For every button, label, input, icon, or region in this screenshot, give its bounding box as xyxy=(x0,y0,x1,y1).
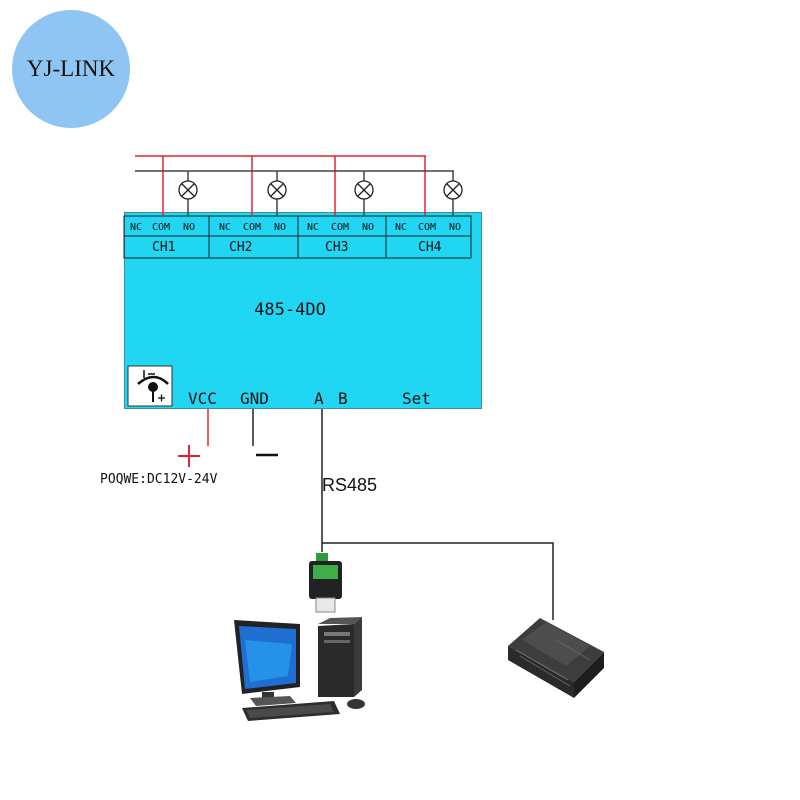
rs485-bus-wire xyxy=(321,409,554,620)
lamp-icon xyxy=(178,180,198,200)
live-bus-wire xyxy=(135,155,426,216)
ch2-terminal-nc: NC xyxy=(219,222,232,233)
ch2-terminal-com: COM xyxy=(243,222,262,233)
terminal-block xyxy=(123,215,472,259)
ch1-terminal-no: NO xyxy=(183,222,196,233)
brand-logo-text: YJ-LINK xyxy=(26,56,116,81)
ch3-terminal-no: NO xyxy=(362,222,375,233)
ch3-terminal-nc: NC xyxy=(307,222,320,233)
lamp-icon xyxy=(267,180,287,200)
rs485-label: RS485 xyxy=(322,475,378,495)
computer-icon xyxy=(234,617,365,721)
channel-label-ch1: CH1 xyxy=(152,240,176,255)
ch3-terminal-com: COM xyxy=(331,222,350,233)
channel-label-ch2: CH2 xyxy=(229,240,253,255)
antenna-icon xyxy=(127,365,173,407)
lamp-icon xyxy=(443,180,463,200)
plc-icon xyxy=(508,618,604,698)
ch1-terminal-nc: NC xyxy=(130,222,143,233)
relay-module xyxy=(124,212,482,409)
ch4-terminal-nc: NC xyxy=(395,222,408,233)
lamp-icon xyxy=(354,180,374,200)
pin-label-gnd: GND xyxy=(240,389,269,408)
ch1-terminal-com: COM xyxy=(152,222,171,233)
usb-rs485-converter-icon xyxy=(309,553,342,613)
channel-label-ch3: CH3 xyxy=(325,240,349,255)
plus-sign-icon xyxy=(178,445,200,467)
channel-label-ch4: CH4 xyxy=(418,240,442,255)
ch4-terminal-com: COM xyxy=(418,222,437,233)
ch2-terminal-no: NO xyxy=(274,222,287,233)
ch4-terminal-no: NO xyxy=(449,222,462,233)
pin-label-set: Set xyxy=(402,389,431,408)
pin-label-b: B xyxy=(338,389,348,408)
pin-label-a: A xyxy=(314,389,324,408)
brand-logo: YJ-LINK xyxy=(12,10,130,128)
power-supply-label: POQWE:DC12V-24V xyxy=(100,472,218,487)
pin-label-vcc: VCC xyxy=(188,389,217,408)
module-model-label: 485-4DO xyxy=(254,300,326,320)
